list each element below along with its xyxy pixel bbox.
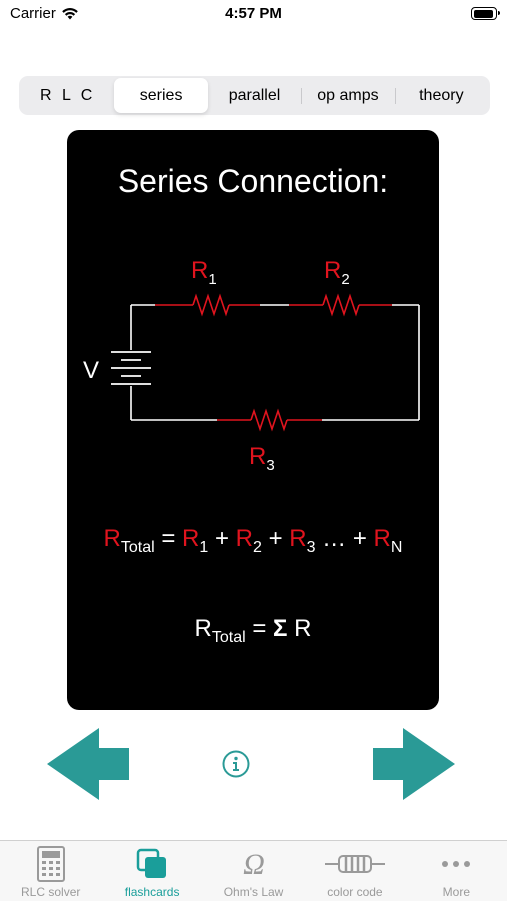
sigma-formula: RTotal = Σ R (195, 615, 312, 646)
card-title: Series Connection: (118, 163, 388, 199)
omega-icon: Ω (243, 848, 265, 880)
more-icon (442, 861, 471, 867)
segment-op-amps[interactable]: op amps (301, 78, 394, 113)
segment-series[interactable]: series (114, 78, 208, 113)
svg-text:Ω: Ω (243, 848, 265, 880)
resistor-r2 (289, 293, 392, 317)
tab-rlc-solver[interactable]: RLC solver (0, 841, 101, 901)
r1-label: R1 (191, 257, 217, 288)
resistor-icon (324, 855, 385, 873)
resistor-r1 (155, 293, 260, 317)
series-resistance-formula: RTotal = R1 + R2 + R3 … + RN (104, 525, 403, 556)
tab-flashcards[interactable]: flashcards (101, 841, 202, 901)
info-icon (222, 750, 250, 778)
r2-label: R2 (324, 257, 350, 288)
next-card-button[interactable] (373, 728, 455, 800)
arrow-right-icon (373, 728, 455, 800)
segment-theory[interactable]: theory (394, 78, 488, 113)
r3-label: R3 (249, 443, 275, 474)
segment-parallel[interactable]: parallel (228, 86, 281, 104)
previous-card-button[interactable] (47, 728, 129, 800)
tab-bar: RLC solver flashcards Ω Ohm's Law (0, 840, 507, 901)
flashcard[interactable]: Series Connection: V (67, 130, 439, 710)
resistor-r3 (217, 408, 322, 432)
calculator-icon (36, 846, 65, 882)
carrier: Carrier (10, 5, 79, 22)
circuit-wires (130, 304, 420, 421)
tab-more[interactable]: More (406, 841, 507, 901)
clock: 4:57 PM (225, 5, 282, 22)
voltage-label: V (83, 357, 99, 384)
wifi-icon (62, 8, 78, 20)
segmented-control: R L C series parallel op amps theory (19, 76, 490, 115)
battery-icon (471, 7, 500, 20)
flashcards-icon (136, 848, 167, 878)
arrow-left-icon (47, 728, 129, 800)
segment-rlc[interactable]: R L C (40, 86, 96, 104)
circuit-diagram: Series Connection: V (83, 163, 420, 646)
status-bar: Carrier 4:57 PM (0, 0, 507, 30)
battery-symbol (111, 351, 151, 385)
tab-color-code[interactable]: color code (304, 841, 405, 901)
tab-ohms-law[interactable]: Ω Ohm's Law (223, 848, 284, 899)
info-button[interactable] (222, 750, 250, 778)
